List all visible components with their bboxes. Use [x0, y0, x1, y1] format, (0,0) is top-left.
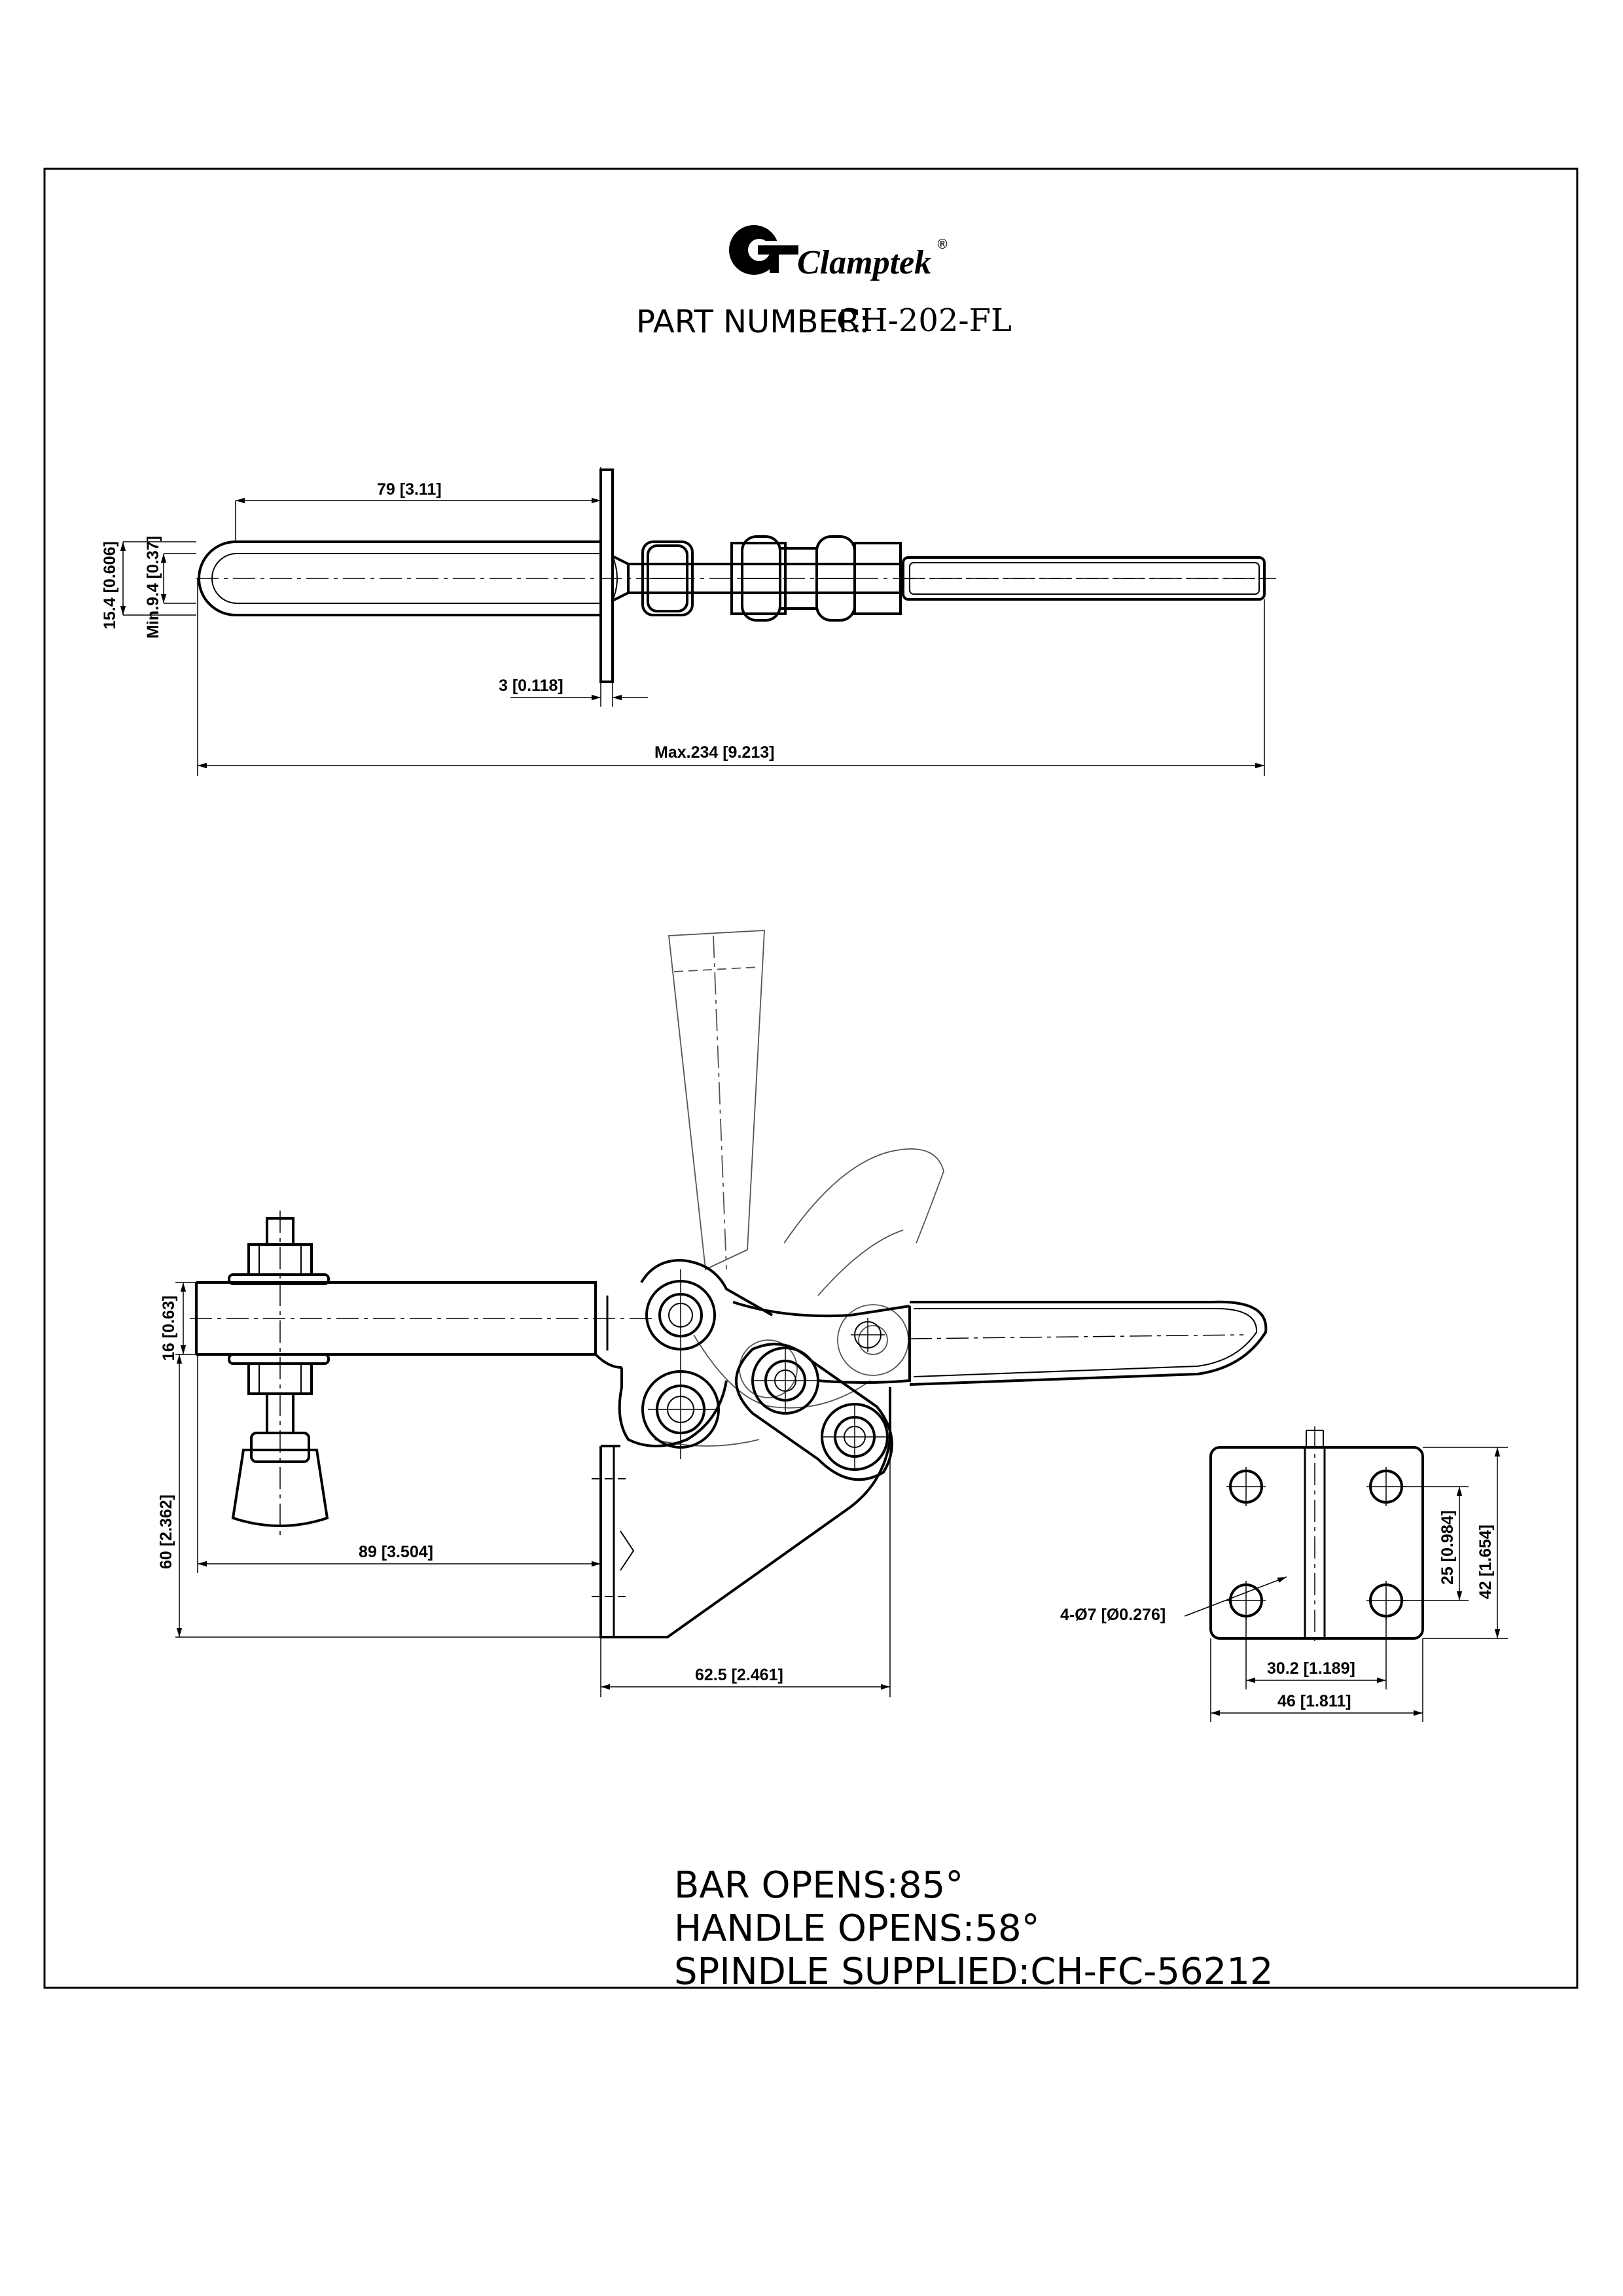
dim-reach: 89 [3.504] — [359, 1543, 433, 1561]
dim-min-opening: Min.9.4 [0.37] — [144, 536, 162, 639]
brand-name: Clamptek — [797, 244, 931, 281]
brand-logo: Clamptek ® — [729, 225, 949, 281]
dim-hole-spacing-horizontal: 30.2 [1.189] — [1267, 1659, 1355, 1678]
top-view: 79 [3.11] 15.4 [0.606] Min.9.4 [0.37] 3 … — [101, 467, 1276, 776]
open-position-outline — [654, 930, 944, 1447]
dim-plate-thickness: 3 [0.118] — [499, 677, 563, 695]
spindle — [228, 1210, 330, 1538]
sheet-border — [43, 168, 1578, 1989]
logo-mark-icon — [729, 225, 798, 275]
dim-total-length: Max.234 [9.213] — [654, 743, 774, 762]
note-bar-opens: BAR OPENS:85° — [674, 1864, 963, 1907]
registered-mark: ® — [936, 236, 949, 252]
dim-bar-length: 79 [3.11] — [377, 480, 442, 499]
dim-overall-height: 60 [2.362] — [157, 1494, 175, 1569]
dim-plate-width: 46 [1.811] — [1277, 1692, 1351, 1710]
base-plate-view: 4-Ø7 [Ø0.276] 25 [0.984] 42 [1.654] 30.2… — [1060, 1426, 1508, 1722]
dim-base-length: 62.5 [2.461] — [695, 1666, 783, 1684]
part-number-label: PART NUMBER: — [636, 304, 870, 340]
spec-notes: BAR OPENS:85° HANDLE OPENS:58° SPINDLE S… — [674, 1864, 1273, 1993]
dim-bar-height: 16 [0.63] — [160, 1296, 178, 1361]
dim-width: 15.4 [0.606] — [101, 541, 119, 629]
dim-hole-spacing-vertical: 25 [0.984] — [1438, 1510, 1457, 1585]
dim-plate-height: 42 [1.654] — [1476, 1525, 1495, 1599]
note-spindle-supplied: SPINDLE SUPPLIED:CH-FC-56212 — [674, 1951, 1273, 1993]
part-number-value: CH-202-FL — [836, 302, 1012, 339]
side-view: 16 [0.63] 60 [2.362] 89 [3.504] 62.5 [2.… — [157, 930, 1268, 1697]
note-handle-opens: HANDLE OPENS:58° — [674, 1907, 1040, 1950]
dim-hole-diameter: 4-Ø7 [Ø0.276] — [1060, 1606, 1166, 1624]
